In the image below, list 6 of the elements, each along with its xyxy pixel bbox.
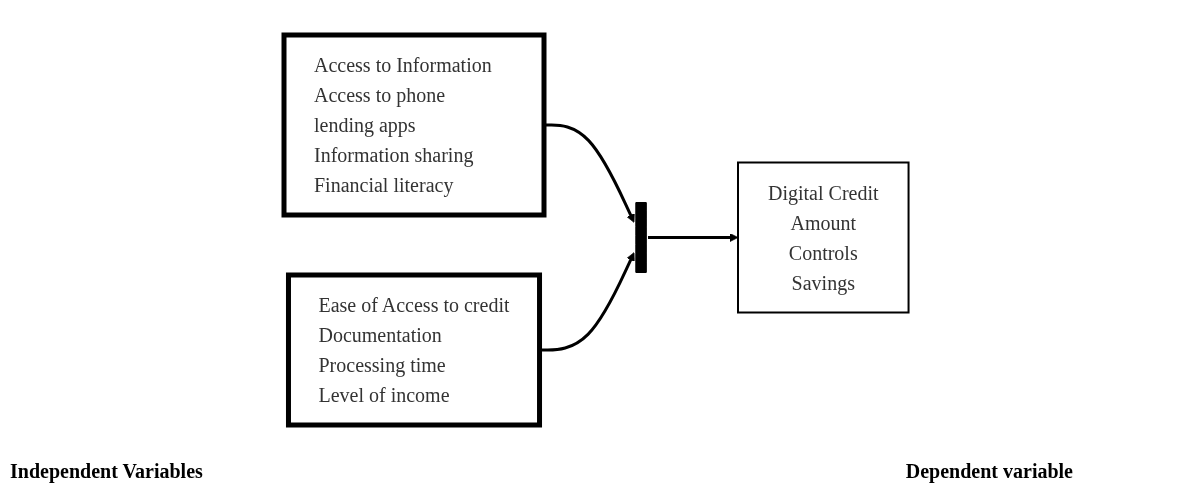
axis-caption: Dependent variable [905,460,1073,483]
axis-caption: Independent Variables [10,460,203,483]
node-box: Access to Information Access to phone lending apps Information sharing Financial literacy [281,32,547,218]
arrow [648,233,739,242]
node-box: Ease of Access to credit Documentation Processing time Level of income [286,272,543,428]
node-box: Digital Credit Amount Controls Savings [737,161,910,314]
